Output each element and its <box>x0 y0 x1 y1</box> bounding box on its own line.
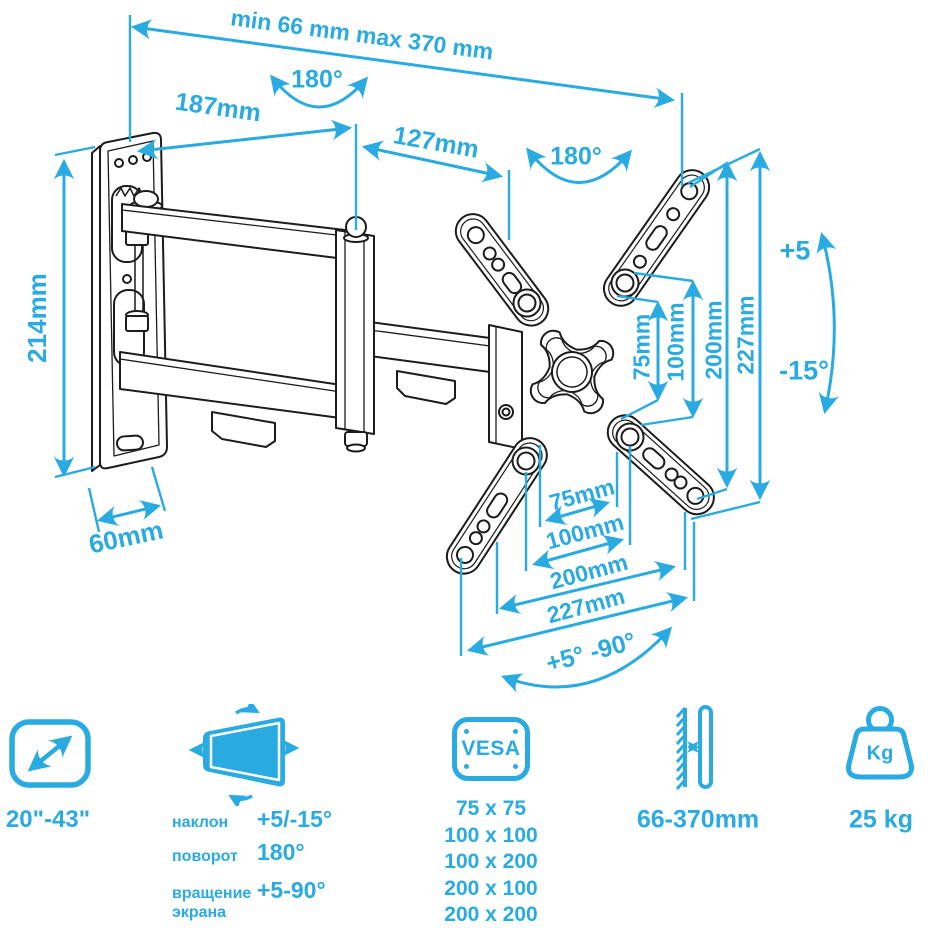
mount-line-art <box>53 15 840 694</box>
screen-rotate-icon <box>188 704 300 806</box>
wall-distance-value: 66-370mm <box>636 805 760 834</box>
vesa-arm-upper-right <box>602 169 711 307</box>
weight-value: 25 kg <box>849 805 913 834</box>
vesa-size: 200 x 200 <box>444 903 538 926</box>
arm-swivel-arc <box>270 74 369 109</box>
dim-vesa-v227: 227mm <box>732 295 759 375</box>
dim-tilt-down: -15° <box>779 355 829 386</box>
vesa-dot <box>513 729 518 734</box>
vesa-arm-lower-left <box>445 437 548 575</box>
wall-distance-icon <box>675 705 713 790</box>
vesa-icon-title: VESA <box>461 737 521 760</box>
vesa-dot <box>464 764 469 769</box>
weight-unit-label: Kg <box>866 742 894 765</box>
vesa-plate-icon: VESA <box>452 717 530 781</box>
dim-arm-swivel: 180° <box>291 65 343 94</box>
cable-clip <box>211 411 276 448</box>
plate-swivel-arc <box>526 147 633 184</box>
dim-vesa-v100: 100mm <box>662 302 689 382</box>
dim-vesa-v200: 200mm <box>700 300 727 380</box>
dim-plate-height: 214mm <box>22 273 52 363</box>
vesa-arm-lower-right <box>606 414 715 516</box>
vesa-bracket <box>445 169 715 575</box>
vesa-dot <box>513 764 518 769</box>
vesa-size: 100 x 200 <box>444 850 538 873</box>
tilt-value: +5/-15° <box>257 806 333 832</box>
swivel-value: 180° <box>257 839 305 865</box>
dim-tilt-up: +5 <box>779 235 811 266</box>
dim-vesa-v75: 75mm <box>628 313 655 381</box>
swivel-label: поворот <box>172 848 238 865</box>
vesa-size: 75 x 75 <box>455 797 527 820</box>
screen-rotation-value: +5-90° <box>257 877 326 903</box>
vesa-size: 100 x 100 <box>444 823 538 847</box>
vesa-arm-upper-left <box>454 213 550 327</box>
wall-plate <box>91 131 168 472</box>
vesa-center-plate <box>529 329 616 416</box>
cable-clip <box>396 370 456 405</box>
screen-size-value: 20"-43" <box>5 806 91 833</box>
dim-plate-swivel: 180° <box>550 142 602 171</box>
tilt-label: наклон <box>172 814 229 831</box>
diagonal-resize-icon <box>9 719 91 788</box>
vesa-size-list: 75 x 75 100 x 100 100 x 200 200 x 100 20… <box>421 796 561 928</box>
articulating-arms <box>119 203 506 453</box>
serrated-washer <box>115 187 144 197</box>
vesa-dot <box>464 729 469 734</box>
screen-rotation-label: вращение экрана <box>172 885 252 922</box>
rotation-arc <box>501 626 673 694</box>
dimension-lines <box>53 15 840 694</box>
weight-icon <box>846 706 914 780</box>
tilt-arc <box>816 231 840 415</box>
vesa-size: 200 x 100 <box>444 876 538 900</box>
